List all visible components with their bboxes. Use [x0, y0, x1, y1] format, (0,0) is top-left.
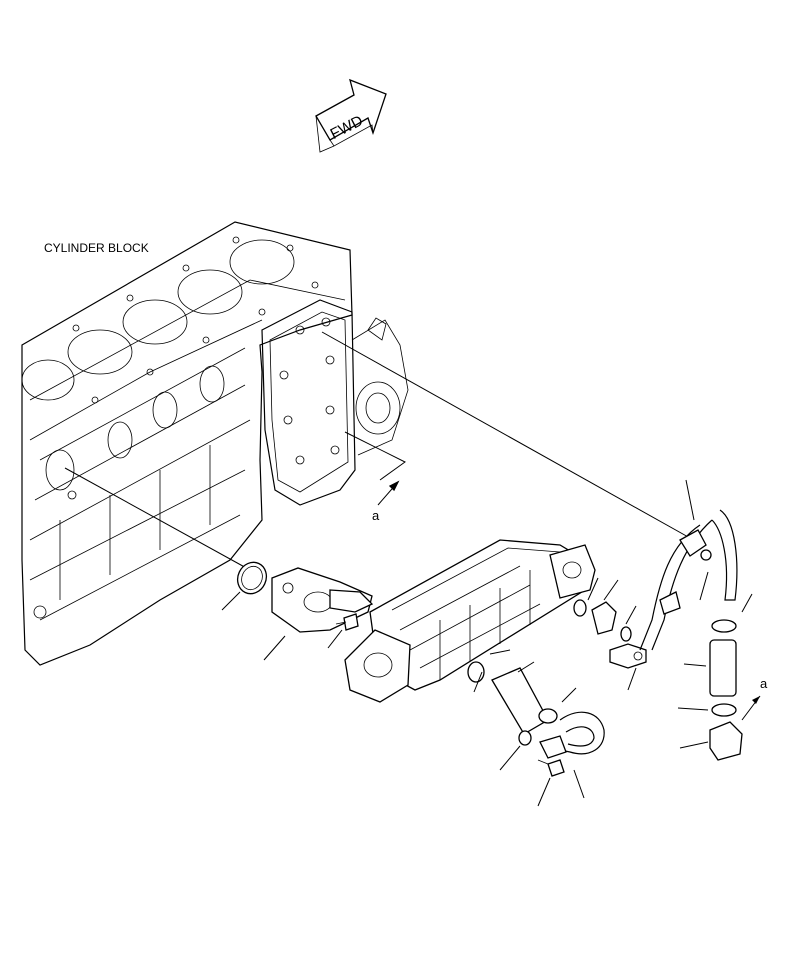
clamp-right-upper — [711, 593, 753, 633]
clamp-lower-b — [538, 687, 577, 724]
oil-cooler-body — [344, 539, 596, 703]
view-arrow-icon — [377, 480, 400, 506]
cylinder-block — [21, 221, 353, 666]
gasket-flange — [263, 567, 374, 661]
view-arrow-icon — [741, 695, 761, 721]
leader-line-cover — [344, 431, 406, 481]
o-ring-small — [620, 605, 637, 642]
clamp-lower-a — [467, 649, 511, 693]
oil-pipe-upper — [639, 479, 738, 651]
fwd-arrow-icon: FWD — [315, 78, 387, 153]
view-marker-a-right: a — [760, 676, 768, 691]
oil-cooler-cover — [261, 299, 409, 506]
bolt-lower — [537, 759, 565, 807]
o-ring-large — [221, 561, 268, 611]
clamp-small-a — [573, 577, 599, 617]
hose-right — [683, 639, 737, 697]
clamp-right-lower — [677, 703, 737, 717]
bolt-bracket — [609, 643, 647, 691]
cylinder-block-label: CYLINDER BLOCK — [44, 241, 149, 255]
oil-pipe-lower — [539, 711, 605, 799]
connector-fitting — [591, 579, 619, 635]
bolt-flange — [327, 613, 359, 649]
view-marker-a-left: a — [372, 508, 380, 523]
leader-line-lower — [64, 467, 251, 571]
hose-lower — [491, 661, 549, 735]
elbow-fitting-right — [679, 721, 743, 761]
o-ring-lower — [499, 730, 532, 771]
leader-line-upper — [321, 331, 691, 539]
